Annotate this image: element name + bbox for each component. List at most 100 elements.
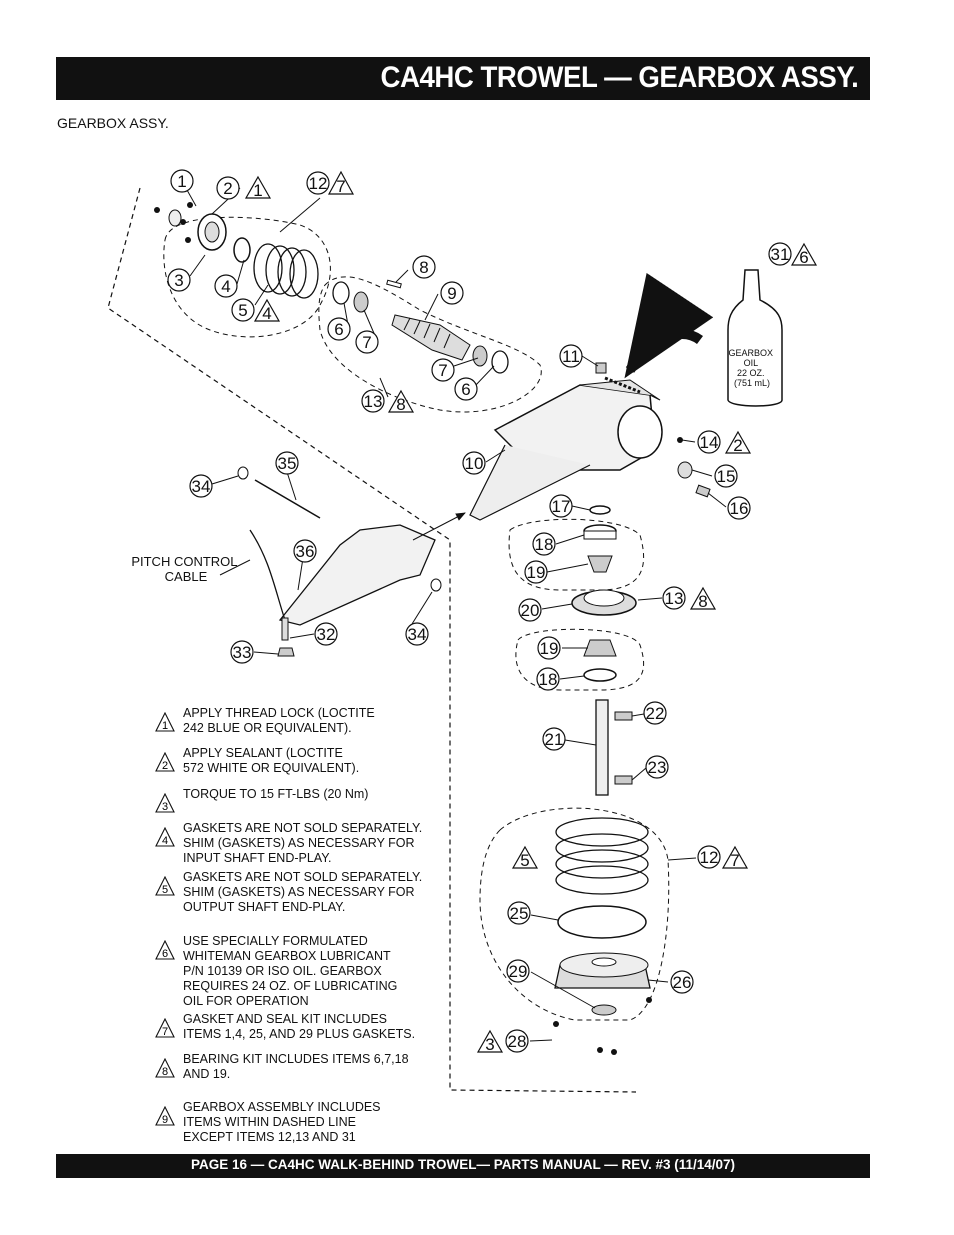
- note-number: 2: [162, 760, 168, 772]
- note-ref-1: 1: [253, 181, 262, 200]
- callout-1: 1: [177, 172, 186, 191]
- note-ref-7-bottom: 7: [730, 851, 739, 870]
- callout-13-top: 13: [364, 392, 383, 411]
- callout-5: 5: [238, 301, 247, 320]
- note-ref-4: 4: [262, 304, 271, 323]
- callout-32: 32: [317, 625, 336, 644]
- footer-text: PAGE 16 — CA4HC WALK-BEHIND TROWEL— PART…: [190, 1157, 736, 1172]
- pitch-control-arm: [237, 466, 466, 657]
- callouts: [167, 169, 792, 1053]
- note-triangle-icon: 6: [155, 940, 175, 960]
- callout-3: 3: [174, 271, 183, 290]
- callout-numbers: 1 2 3 4 5 12 6 7 8 9 7 6 13 11 10 14 15 …: [174, 172, 789, 1051]
- oil-bottle-label: GEARBOX OIL 22 OZ. (751 mL): [728, 348, 775, 388]
- note-number: 4: [162, 835, 168, 847]
- note-ref-8-top: 8: [396, 395, 405, 414]
- side-fittings: [677, 437, 711, 498]
- callout-12-top: 12: [309, 174, 328, 193]
- note-triangle-icon: 1: [155, 712, 175, 732]
- callout-25: 25: [510, 904, 529, 923]
- callout-17: 17: [552, 497, 571, 516]
- callout-34-right: 34: [408, 625, 427, 644]
- callout-26: 26: [673, 973, 692, 992]
- note-ref-3: 3: [485, 1035, 494, 1054]
- gasket-kit-outline-top: [163, 216, 331, 338]
- note-ref-6: 6: [799, 248, 808, 267]
- note-text: APPLY THREAD LOCK (LOCTITE 242 BLUE OR E…: [183, 706, 375, 735]
- callout-15: 15: [717, 467, 736, 486]
- callout-7-right: 7: [438, 361, 447, 380]
- callout-13-right: 13: [665, 589, 684, 608]
- callout-18-upper: 18: [535, 535, 554, 554]
- callout-18-lower: 18: [539, 670, 558, 689]
- callout-19-lower: 19: [540, 639, 559, 658]
- callout-7-left: 7: [362, 333, 371, 352]
- input-gasket-stack: [253, 243, 319, 299]
- note-triangle-icon: 9: [155, 1106, 175, 1126]
- note-ref-8-right: 8: [698, 592, 707, 611]
- note-number: 8: [162, 1066, 168, 1078]
- callout-11: 11: [562, 347, 580, 366]
- section-title: GEARBOX ASSY.: [57, 115, 169, 131]
- note-number: 3: [162, 801, 168, 813]
- note-text: GASKETS ARE NOT SOLD SEPARATELY. SHIM (G…: [183, 821, 423, 865]
- note-number: 5: [162, 884, 168, 896]
- note-triangle-icon: 4: [155, 827, 175, 847]
- note-triangle-icon: 3: [155, 793, 175, 813]
- callout-6-right: 6: [461, 380, 470, 399]
- output-gasket-stack: [553, 817, 652, 1055]
- note-number: 6: [162, 948, 168, 960]
- oil-fill-arrow: [624, 272, 714, 379]
- callout-35: 35: [278, 454, 297, 473]
- callout-22: 22: [646, 704, 665, 723]
- callout-28: 28: [508, 1032, 527, 1051]
- callout-20: 20: [521, 601, 540, 620]
- note-text: BEARING KIT INCLUDES ITEMS 6,7,18 AND 19…: [183, 1052, 409, 1081]
- note-triangle-icon: 2: [155, 752, 175, 772]
- callout-8: 8: [419, 258, 428, 277]
- callout-36: 36: [296, 542, 315, 561]
- note-triangle-icon: 8: [155, 1058, 175, 1078]
- note-ref-5: 5: [520, 851, 529, 870]
- callout-10: 10: [465, 454, 484, 473]
- note-text: GASKET AND SEAL KIT INCLUDES ITEMS 1,4, …: [183, 1012, 416, 1041]
- callout-34-left: 34: [192, 477, 211, 496]
- leader-lines: [186, 187, 727, 1042]
- callout-14: 14: [700, 433, 719, 452]
- pitch-control-cable-label: PITCH CONTROL CABLE: [131, 554, 240, 584]
- footer-bar: PAGE 16 — CA4HC WALK-BEHIND TROWEL— PART…: [56, 1154, 870, 1178]
- input-shaft-parts: [332, 279, 509, 374]
- callout-31: 31: [771, 245, 790, 264]
- note-number: 9: [162, 1114, 168, 1126]
- input-cover: [154, 202, 251, 263]
- note-ref-7-top: 7: [336, 177, 345, 196]
- note-ref-2: 2: [733, 436, 742, 455]
- bearing-kit-outline-top: [318, 276, 542, 413]
- gearbox-oil-bottle: GEARBOX OIL 22 OZ. (751 mL): [727, 269, 783, 407]
- callout-12-bottom: 12: [700, 848, 719, 867]
- callout-6-left: 6: [334, 320, 343, 339]
- note-text: APPLY SEALANT (LOCTITE 572 WHITE OR EQUI…: [183, 746, 360, 775]
- note-number: 7: [162, 1026, 168, 1038]
- note-ref-numbers: 1 7 4 8 6 2 8 7 5 3: [253, 177, 808, 1054]
- gearbox-housing: [469, 362, 663, 521]
- note-number: 1: [162, 720, 168, 732]
- callout-2: 2: [223, 179, 232, 198]
- header-bar: CA4HC TROWEL — GEARBOX ASSY.: [56, 57, 870, 100]
- callout-19-upper: 19: [527, 563, 546, 582]
- output-shaft-stack: [571, 505, 637, 796]
- callout-33: 33: [233, 643, 252, 662]
- note-text: GEARBOX ASSEMBLY INCLUDES ITEMS WITHIN D…: [183, 1100, 381, 1144]
- callout-29: 29: [509, 962, 528, 981]
- note-triangle-icon: 7: [155, 1018, 175, 1038]
- gasket-kit-outline-bottom: [479, 807, 670, 1021]
- note-triangle-icon: 5: [155, 876, 175, 896]
- note-ref-triangles: [244, 170, 818, 1053]
- note-text: TORQUE TO 15 FT-LBS (20 Nm): [183, 787, 369, 801]
- note-text: GASKETS ARE NOT SOLD SEPARATELY. SHIM (G…: [183, 870, 423, 914]
- callout-23: 23: [648, 758, 667, 777]
- callout-21: 21: [545, 730, 564, 749]
- assembly-boundary: [107, 187, 637, 1093]
- callout-16: 16: [730, 499, 749, 518]
